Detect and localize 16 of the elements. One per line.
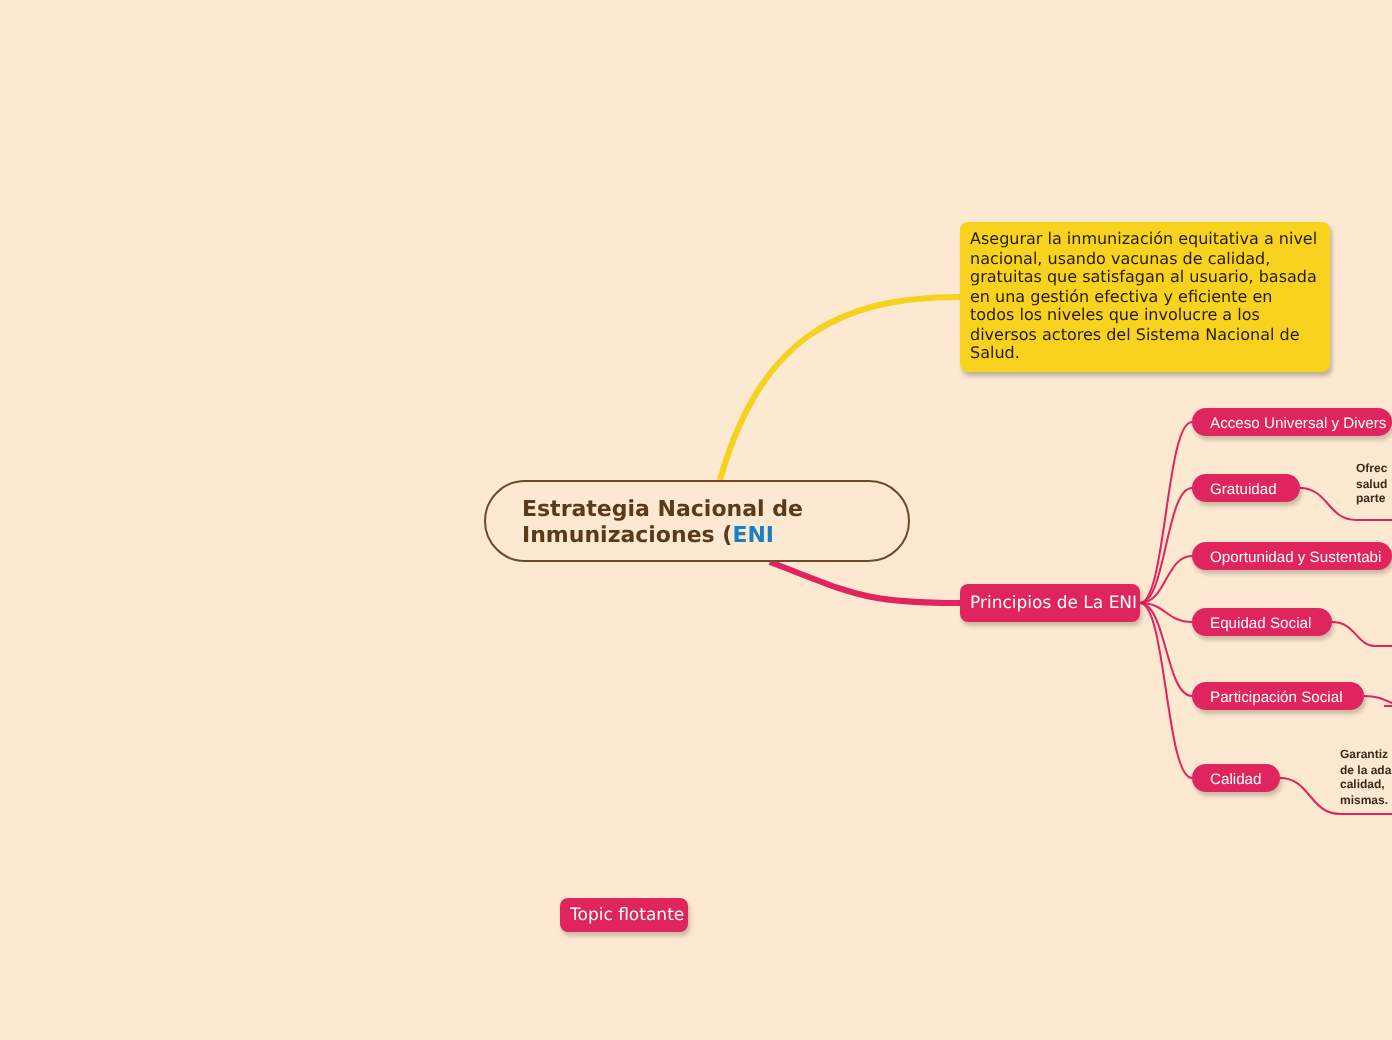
connector	[1139, 602, 1193, 623]
connector	[1139, 602, 1193, 779]
connector	[1299, 487, 1357, 521]
connector	[768, 559, 961, 606]
main-topic-box: Asegurar la inmunización equitativa a nivel nacional, usando vacunas de calidad, gratuitas que satisfagan al usuario, basada en una gestión efectiva y eficiente en todos los niveles que involucre a los diversos actores del Sistema Nacional de Salud.	[960, 222, 1330, 372]
connector	[1363, 695, 1392, 707]
central-topic: Estrategia Nacional de Inmunizaciones (ENI	[484, 480, 910, 562]
topic-box: Principios de La ENI	[960, 584, 1140, 622]
connector	[1279, 777, 1341, 815]
connector	[1139, 487, 1193, 604]
connector	[1139, 602, 1193, 697]
connector	[1331, 621, 1392, 647]
connector	[1139, 555, 1193, 604]
connector	[1139, 421, 1193, 604]
topic-box: Topic flotante	[560, 898, 688, 932]
connector	[717, 294, 961, 481]
